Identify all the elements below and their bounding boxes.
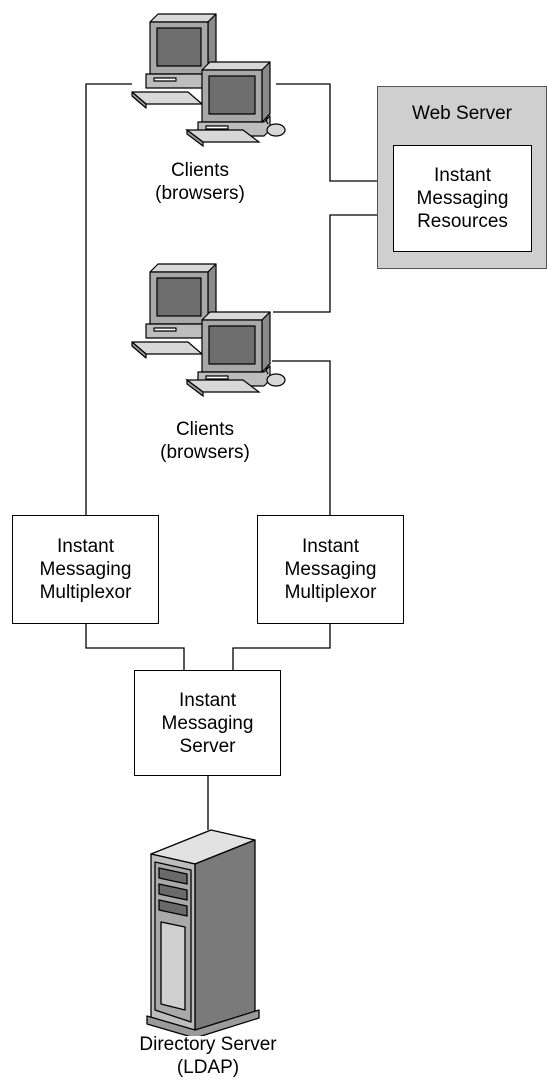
multiplexor-left-line-1: Instant (56, 536, 115, 557)
clients-top-line-2: (browsers) (155, 183, 245, 204)
im-server-line-1: Instant (178, 689, 237, 711)
multiplexor-right-line-2: Messaging (284, 559, 377, 580)
directory-server-line-1: Directory Server (139, 1034, 277, 1055)
line-middle-clients-to-right-multiplexor (272, 360, 331, 515)
multiplexor-left-line-3: Multiplexor (39, 582, 132, 603)
keyboard-icon (185, 128, 261, 148)
multiplexor-right-line-3: Multiplexor (284, 582, 377, 603)
multiplexor-left-line-2: Messaging (39, 559, 132, 580)
line-top-clients-to-resources (276, 83, 393, 182)
im-resources-box: Instant Messaging Resources (393, 145, 532, 252)
multiplexor-left-box: Instant Messaging Multiplexor (12, 515, 159, 624)
line-top-clients-to-left-multiplexor (85, 83, 132, 515)
line-resources-to-middle-clients (273, 214, 393, 313)
directory-server-tower-icon (146, 829, 260, 1036)
clients-top-label: Clients (browsers) (125, 159, 275, 205)
im-server-line-2: Messaging (161, 712, 254, 734)
line-right-multiplexor-to-server (232, 624, 331, 670)
directory-server-label: Directory Server (LDAP) (118, 1033, 298, 1079)
directory-server-line-2: (LDAP) (176, 1057, 240, 1078)
line-left-multiplexor-to-server (85, 624, 185, 670)
im-server-line-3: Server (179, 735, 236, 757)
clients-middle-label: Clients (browsers) (130, 418, 280, 464)
client-computers-icon-2 (131, 263, 286, 387)
multiplexor-right-box: Instant Messaging Multiplexor (257, 515, 404, 624)
client-computers-icon (131, 13, 286, 137)
clients-middle-line-2: (browsers) (160, 442, 250, 463)
im-server-box: Instant Messaging Server (134, 670, 281, 776)
multiplexor-right-line-1: Instant (301, 536, 360, 557)
clients-middle-line-1: Clients (175, 419, 235, 440)
im-resources-line-1: Instant (433, 165, 492, 186)
im-resources-line-2: Messaging (416, 188, 509, 209)
clients-top-line-1: Clients (170, 160, 230, 181)
web-server-title: Web Server (412, 103, 512, 124)
keyboard-icon-2 (185, 378, 261, 398)
im-resources-line-3: Resources (417, 211, 508, 232)
